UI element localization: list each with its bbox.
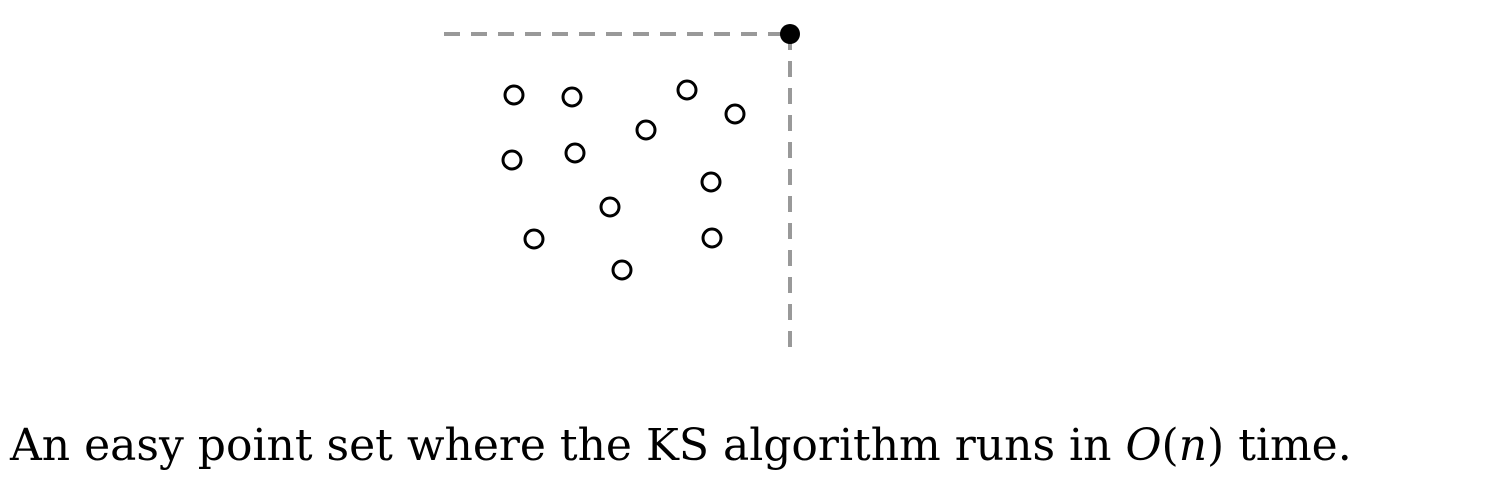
caption-math-open-paren: ( bbox=[1161, 420, 1179, 471]
point bbox=[523, 228, 545, 250]
point bbox=[611, 259, 633, 281]
point bbox=[503, 84, 525, 106]
maximal-point bbox=[780, 24, 800, 44]
point bbox=[724, 103, 746, 125]
figure-caption: An easy point set where the KS algorithm… bbox=[10, 416, 1480, 476]
point bbox=[561, 86, 583, 108]
caption-text: An easy point set where the KS algorithm… bbox=[10, 420, 1126, 471]
point bbox=[635, 119, 657, 141]
point bbox=[599, 196, 621, 218]
point bbox=[564, 142, 586, 164]
point bbox=[700, 171, 722, 193]
caption-math-function: O bbox=[1125, 420, 1162, 471]
caption-text-end: time. bbox=[1224, 420, 1352, 471]
point bbox=[501, 149, 523, 171]
point bbox=[701, 227, 723, 249]
caption-math-close-paren: ) bbox=[1207, 420, 1225, 471]
point bbox=[676, 79, 698, 101]
caption-math-variable: n bbox=[1178, 420, 1208, 471]
